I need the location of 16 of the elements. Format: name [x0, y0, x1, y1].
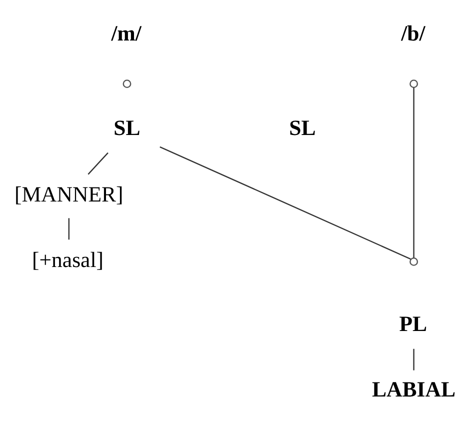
connector [88, 152, 108, 174]
node-text: LABIAL [372, 376, 456, 401]
node-text: SL [289, 116, 316, 140]
connector [413, 87, 414, 258]
node-text: PL [399, 312, 428, 336]
node-text: /m/ [111, 21, 142, 46]
node-circle [410, 79, 418, 88]
node-text: [+nasal] [32, 248, 104, 272]
node-text: /b/ [401, 21, 426, 46]
connector [413, 348, 414, 370]
node-circle [122, 79, 132, 88]
node-circle [410, 256, 418, 266]
connector [160, 146, 411, 260]
connector [68, 218, 70, 240]
node-text: [MANNER] [14, 182, 124, 206]
node-text: SL [114, 116, 140, 140]
